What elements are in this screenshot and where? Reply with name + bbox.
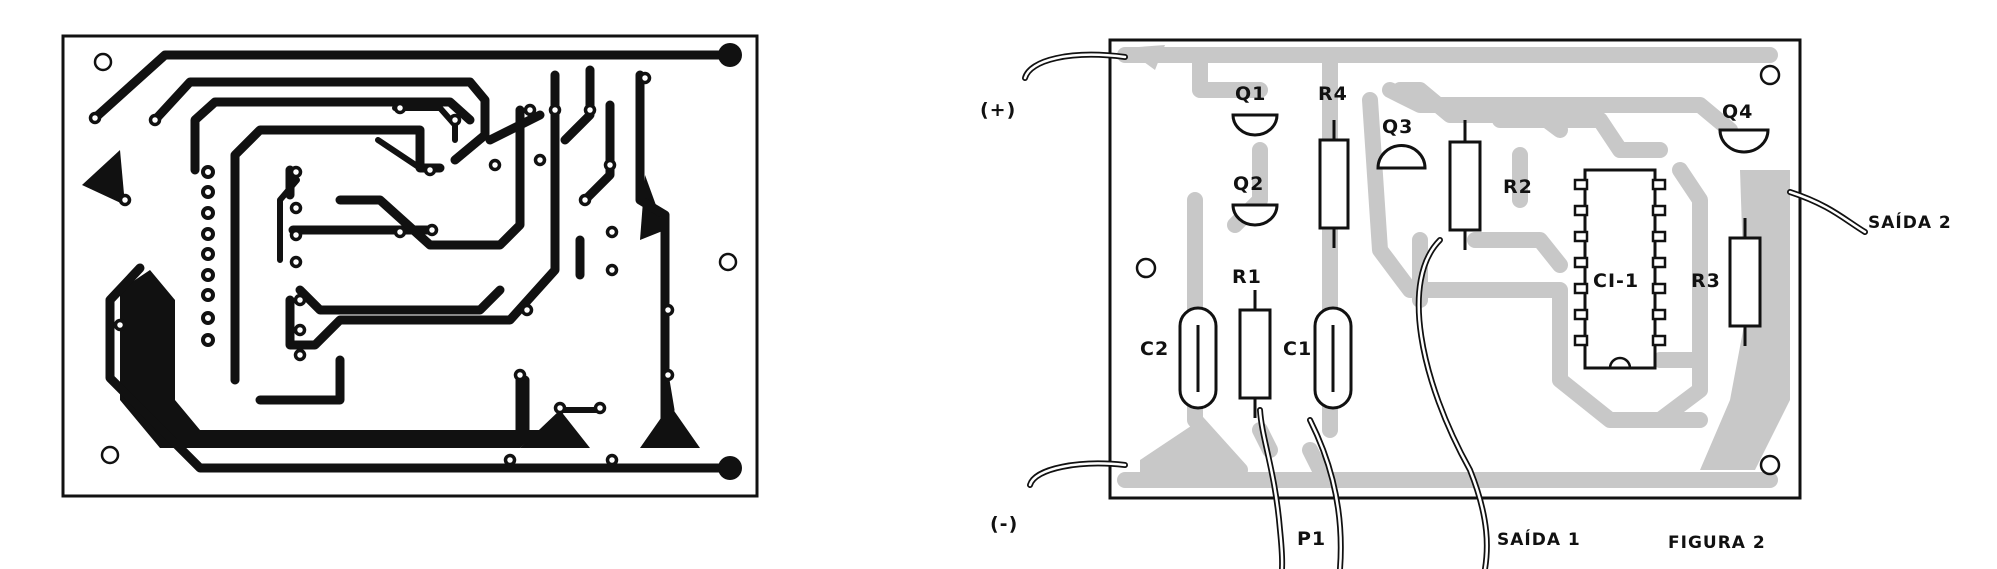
label-p1: P1 [1297,528,1326,550]
r2-resistor [1448,140,1482,232]
shaded-pour [1125,45,1165,70]
shaded-trace [1652,162,1708,428]
copper-trace [230,125,445,385]
q2-transistor [1231,203,1279,227]
mounting-hole [1759,454,1781,476]
q3-transistor [1376,144,1427,170]
board-outline-components [1108,38,1802,500]
shaded-trace [1192,52,1268,98]
mounting-hole [93,52,113,72]
component-pads [88,71,675,467]
label-q1: Q1 [1235,83,1266,105]
shaded-trace [1382,82,1738,138]
ci1-notch [1608,356,1632,369]
copper-pad-large [718,456,742,480]
label-r4: R4 [1318,83,1348,105]
label-q4: Q4 [1722,101,1753,123]
copper-pad-triangle [82,150,125,205]
label-output2: SAÍDA 2 [1868,211,1952,233]
copper-trace-thin [392,105,458,143]
label-q2: Q2 [1233,173,1264,195]
ground-pour [520,410,590,448]
q4-transistor [1718,128,1770,154]
label-r1: R1 [1232,266,1262,288]
copper-trace [105,263,735,473]
shaded-trace [1187,192,1248,478]
figure-caption: FIGURA 2 [1668,533,1766,553]
ci1-ic-body [1583,168,1657,370]
copper-side-layout [61,34,759,498]
ci1-pins [1573,178,1667,347]
label-negative: (-) [990,513,1018,535]
board-outline-copper [61,34,759,498]
shaded-pour [1140,420,1240,485]
mounting-hole [718,252,738,272]
copper-trace-thin [277,177,300,263]
copper-trace [190,97,475,175]
ground-pour [640,405,700,448]
label-r3: R3 [1691,270,1721,292]
mounting-hole [1135,257,1157,279]
label-c2: C2 [1140,338,1169,360]
label-c1: C1 [1283,338,1312,360]
shaded-trace [1362,92,1708,428]
copper-trace-thin [375,137,423,171]
label-q3: Q3 [1382,116,1413,138]
shaded-trace [1302,442,1328,478]
label-ci1: CI-1 [1593,270,1639,292]
copper-trace [150,77,490,165]
copper-trace [90,50,735,123]
copper-trace [580,100,615,205]
r4-resistor [1318,138,1350,230]
label-r2: R2 [1503,176,1533,198]
label-positive: (+) [980,99,1016,121]
q1-transistor [1231,113,1279,137]
shaded-trace [1492,112,1668,158]
component-side-layout: (+) (-) Q1 Q2 Q3 Q4 R4 R2 R1 R3 C2 C1 CI… [980,38,1952,569]
r3-resistor [1728,236,1762,328]
copper-trace [635,70,675,415]
copper-trace [485,110,545,145]
mounting-hole [1759,64,1781,86]
copper-trace [285,70,560,350]
mounting-hole [100,445,120,465]
shaded-trace [1467,232,1568,273]
copper-pad-large [718,43,742,67]
copper-trace [335,105,525,250]
r1-resistor [1238,308,1272,400]
copper-trace [255,355,345,405]
label-output1: SAÍDA 1 [1497,528,1581,550]
ic-pad-column [201,165,215,347]
copper-trace [295,285,505,315]
ground-pour [120,270,540,448]
